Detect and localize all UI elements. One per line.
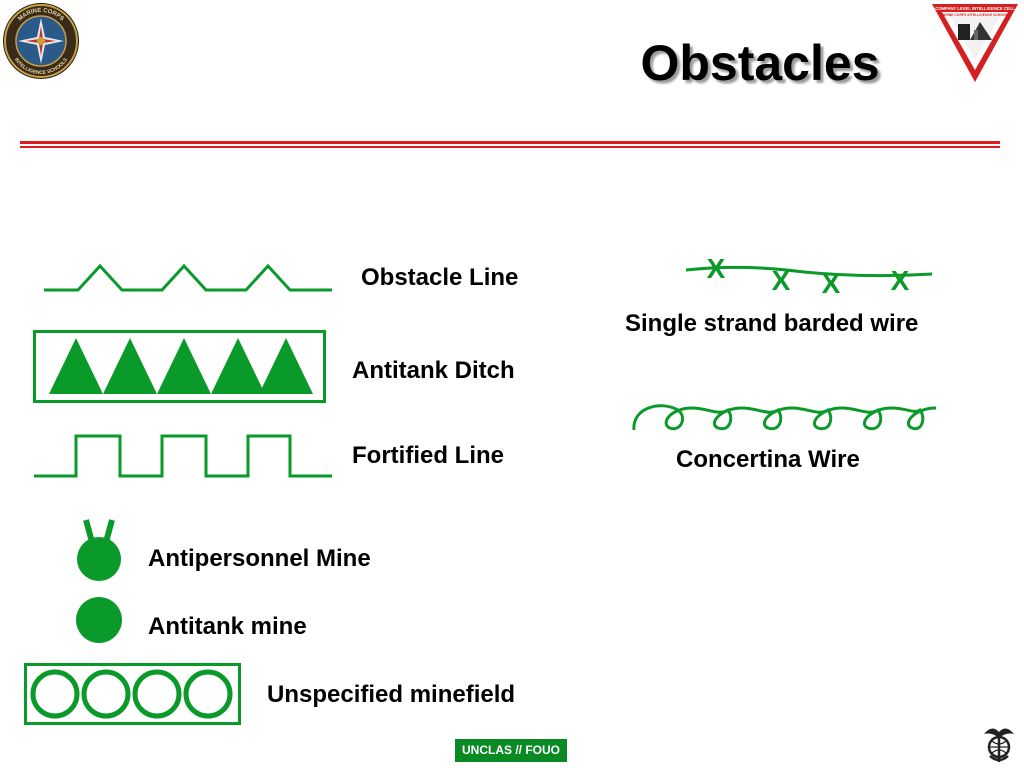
eagle-globe-anchor-icon bbox=[984, 728, 1014, 762]
emblem-banner-label: COMPANY LEVEL INTELLIGENCE CELL bbox=[935, 6, 1015, 11]
fortified-line-symbol bbox=[34, 434, 332, 478]
antitank-ditch-symbol bbox=[33, 330, 326, 403]
single-strand-wire-symbol: X X X X bbox=[685, 253, 933, 299]
seal-top-text: MARINE CORPS bbox=[17, 8, 64, 22]
concertina-wire-label: Concertina Wire bbox=[676, 446, 860, 473]
fortified-line-label: Fortified Line bbox=[352, 442, 504, 469]
svg-text:INTELLIGENCE SCHOOLS: INTELLIGENCE SCHOOLS bbox=[13, 57, 69, 77]
antitank-mine-symbol bbox=[76, 597, 122, 643]
company-level-intelligence-cell-emblem-icon bbox=[932, 4, 1018, 82]
seal-ring-text: MARINE CORPS INTELLIGENCE SCHOOLS bbox=[13, 8, 69, 77]
marine-corps-intelligence-schools-seal-icon bbox=[3, 3, 79, 79]
antitank-mine-label: Antitank mine bbox=[148, 613, 307, 640]
title-divider-line-thin bbox=[20, 146, 1000, 148]
page-title: Obstacles bbox=[640, 35, 880, 91]
emblem-sub-label: MARINE CORPS INTELLIGENCE SCHOOLS bbox=[940, 13, 1011, 17]
seal-bottom-text: INTELLIGENCE SCHOOLS bbox=[13, 57, 69, 77]
obstacle-line-symbol bbox=[44, 263, 332, 292]
concertina-wire-symbol bbox=[632, 404, 937, 431]
antitank-ditch-label: Antitank Ditch bbox=[352, 357, 515, 384]
antipersonnel-mine-symbol bbox=[77, 519, 121, 581]
wire-x-mark: X bbox=[891, 265, 910, 296]
obstacle-line-label: Obstacle Line bbox=[361, 264, 519, 291]
unspecified-minefield-symbol bbox=[24, 663, 241, 725]
wire-x-mark: X bbox=[707, 253, 726, 284]
classification-footer: UNCLAS // FOUO bbox=[455, 739, 567, 762]
wire-x-mark: X bbox=[772, 265, 791, 296]
unspecified-minefield-label: Unspecified minefield bbox=[267, 681, 516, 708]
single-strand-wire-label: Single strand barded wire bbox=[625, 310, 919, 337]
antipersonnel-mine-label: Antipersonnel Mine bbox=[148, 545, 371, 572]
emblem-banner-text: COMPANY LEVEL INTELLIGENCE CELL MARINE C… bbox=[935, 6, 1015, 17]
svg-text:MARINE CORPS: MARINE CORPS bbox=[17, 8, 64, 22]
title-divider-line bbox=[20, 141, 1000, 144]
wire-x-mark: X bbox=[822, 268, 841, 299]
